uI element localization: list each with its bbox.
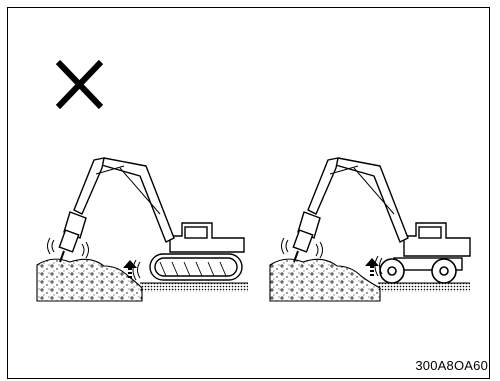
boom-arm [307,157,409,243]
rubble-pile [269,258,381,302]
ground-surface [378,282,470,292]
boom-arm [73,157,175,243]
hydraulic-breaker [58,211,87,263]
hydraulic-breaker [292,211,321,263]
lifting-arrow-icon [365,258,379,276]
vibration-lines [47,237,141,281]
scene-wheeled [269,157,471,302]
cross-icon [55,59,104,110]
upper-structure [403,222,471,257]
scene-crawler [36,157,248,302]
wheels [379,258,457,284]
lifting-arrow-icon [123,260,137,278]
ground-surface [140,282,248,292]
upper-structure [169,222,245,253]
crawler-track [149,253,243,281]
rubble-pile [36,258,143,302]
figure-caption: 300A8OA60 [415,358,488,373]
figure-frame [7,7,490,379]
